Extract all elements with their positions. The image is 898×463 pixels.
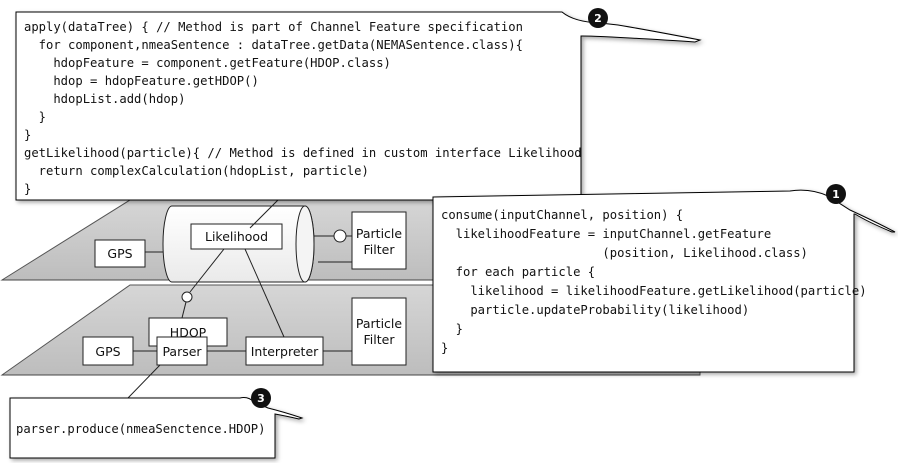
code-line: } xyxy=(441,341,448,355)
interpreter-label: Interpreter xyxy=(251,344,319,359)
particle-filter-label-upper-2: Filter xyxy=(364,242,396,257)
callout-1 xyxy=(432,189,896,373)
code-line: consume(inputChannel, position) { xyxy=(441,208,683,222)
code-line: for each particle { xyxy=(441,265,595,279)
code-line: return complexCalculation(hdopList, part… xyxy=(24,164,369,178)
particle-filter-label-upper-1: Particle xyxy=(356,226,402,241)
code-line: } xyxy=(24,182,31,196)
parser-box xyxy=(156,336,208,366)
likelihood-box xyxy=(190,223,283,250)
callout-1-code: consume(inputChannel, position) { likeli… xyxy=(441,208,867,355)
upper-layer-components: GPS Likelihood Particle Filter xyxy=(94,205,407,283)
lower-layer-components: GPS HDOP Parser Interpreter Particle Fil… xyxy=(82,297,407,366)
leader-callout-3 xyxy=(127,364,161,399)
callout-1-badge: 1 xyxy=(826,184,846,204)
interpreter-box xyxy=(245,336,324,366)
gps-label-upper: GPS xyxy=(107,246,132,261)
code-line: likelihoodFeature = inputChannel.getFeat… xyxy=(441,227,771,241)
gps-box-lower xyxy=(82,336,134,366)
gps-label-lower: GPS xyxy=(95,344,120,359)
callout-2-badge-number: 2 xyxy=(594,12,602,25)
callout-2-code: apply(dataTree) { // Method is part of C… xyxy=(24,20,582,196)
link-interface-to-likelihood xyxy=(189,248,225,293)
code-line: hdop = hdopFeature.getHDOP() xyxy=(24,74,259,88)
callout-3-code: parser.produce(nmeaSenctence.HDOP) xyxy=(16,422,265,436)
particle-filter-box-upper xyxy=(351,211,407,270)
hdop-interface-symbol xyxy=(181,291,193,303)
code-line: hdopList.add(hdop) xyxy=(24,92,185,106)
parser-label: Parser xyxy=(162,344,202,359)
callout-3-badge-number: 3 xyxy=(257,392,265,405)
code-line: apply(dataTree) { // Method is part of C… xyxy=(24,20,523,34)
code-line: particle.updateProbability(likelihood) xyxy=(441,303,749,317)
link-likelihood-to-interpreter xyxy=(244,248,285,338)
particle-filter-label-lower-1: Particle xyxy=(356,316,402,331)
code-line: } xyxy=(441,322,463,336)
particle-filter-box-lower xyxy=(351,297,407,366)
leader-callout-2 xyxy=(249,195,283,229)
code-line: for component,nmeaSentence : dataTree.ge… xyxy=(24,38,523,52)
code-line: getLikelihood(particle){ // Method is de… xyxy=(24,146,582,160)
code-line: (position, Likelihood.class) xyxy=(441,246,808,260)
code-line: likelihood = likelihoodFeature.getLikeli… xyxy=(441,284,867,298)
link-hdop-to-interface xyxy=(181,301,187,319)
code-line: } xyxy=(24,110,46,124)
code-line: } xyxy=(24,128,31,142)
particle-filter-label-lower-2: Filter xyxy=(364,332,396,347)
callout-3-badge: 3 xyxy=(251,388,271,408)
callout-2-badge: 2 xyxy=(588,8,608,28)
hdop-label: HDOP xyxy=(170,325,207,340)
callout-1-badge-number: 1 xyxy=(832,188,840,201)
cross-layer-links xyxy=(127,195,285,399)
code-line: parser.produce(nmeaSenctence.HDOP) xyxy=(16,422,265,436)
callout-3 xyxy=(9,397,304,459)
callout-2 xyxy=(15,11,702,201)
gps-box-upper xyxy=(94,239,146,268)
likelihood-interface-symbol xyxy=(333,229,347,243)
likelihood-label: Likelihood xyxy=(205,229,268,244)
code-line: hdopFeature = component.getFeature(HDOP.… xyxy=(24,56,391,70)
